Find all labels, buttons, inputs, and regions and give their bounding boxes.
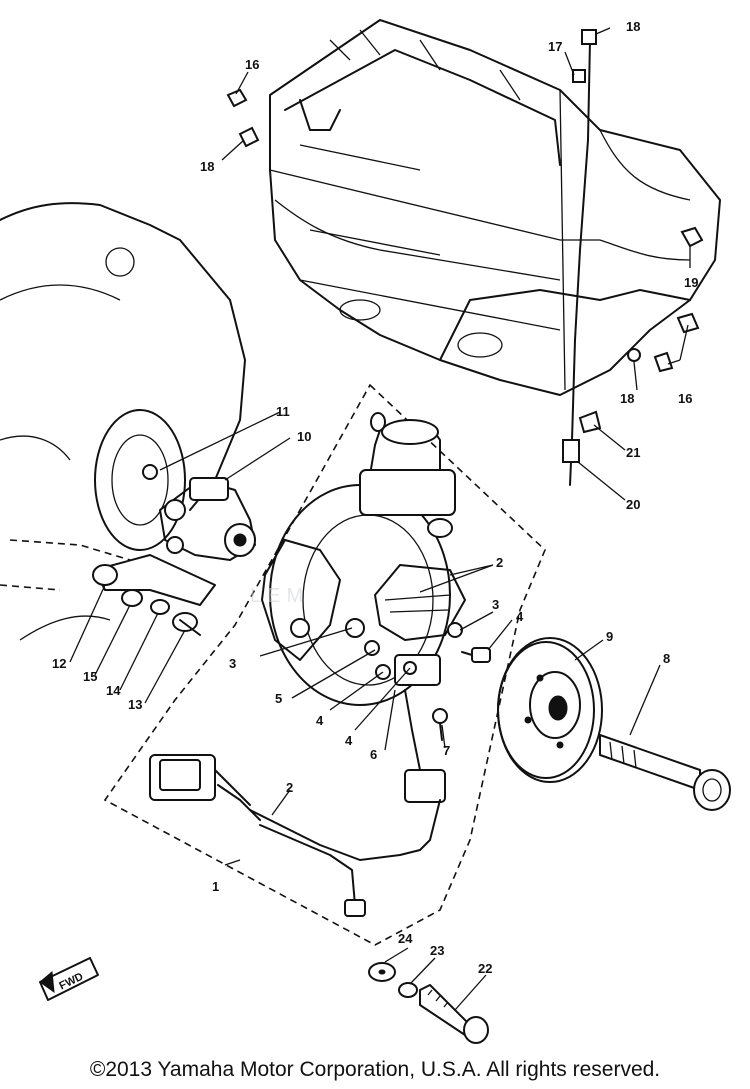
crankcase-drawing: [0, 202, 246, 641]
callout-9: 9: [606, 629, 614, 644]
mounting-hardware-drawing: [368, 962, 489, 1044]
callout-17: 17: [548, 39, 563, 54]
leader-lines: [69, 27, 691, 1011]
rotor-bolt-drawing: [599, 734, 731, 811]
callout-18: 18: [200, 159, 215, 174]
callout-13: 13: [128, 697, 143, 712]
callout-8: 8: [663, 651, 671, 666]
forward-direction-badge: FWD: [39, 957, 99, 1001]
callout-5: 5: [275, 691, 283, 706]
engine-block-drawing: [269, 19, 721, 441]
assembly-group-outline: [103, 383, 546, 946]
callout-16: 16: [678, 391, 693, 406]
callout-23: 23: [430, 943, 445, 958]
wire-harness-drawing: [149, 754, 441, 917]
callout-3: 3: [492, 597, 500, 612]
callout-4: 4: [516, 609, 524, 624]
dealer-watermark: LEM: [250, 585, 310, 607]
callout-15: 15: [83, 669, 98, 684]
callout-22: 22: [478, 961, 493, 976]
callout-18: 18: [626, 19, 641, 34]
callout-2: 2: [286, 780, 294, 795]
callout-7: 7: [443, 743, 451, 758]
callout-18: 18: [620, 391, 635, 406]
flywheel-rotor-drawing: [497, 637, 603, 783]
callout-1: 1: [212, 879, 220, 894]
pickup-coil-assembly-drawing: [142, 464, 256, 561]
stator-assembly-drawing: [261, 412, 491, 803]
callout-10: 10: [297, 429, 312, 444]
callout-2: 2: [496, 555, 504, 570]
callout-24: 24: [398, 931, 413, 946]
callout-6: 6: [370, 747, 378, 762]
callout-19: 19: [684, 275, 699, 290]
callout-16: 16: [245, 57, 260, 72]
clip-parts-drawing: [226, 88, 704, 486]
callout-20: 20: [626, 497, 641, 512]
callout-4: 4: [316, 713, 324, 728]
callout-4: 4: [345, 733, 353, 748]
callout-3: 3: [229, 656, 237, 671]
callout-11: 11: [276, 404, 290, 419]
copyright-notice: ©2013 Yamaha Motor Corporation, U.S.A. A…: [89, 1058, 661, 1081]
callout-12: 12: [52, 656, 67, 671]
callout-21: 21: [626, 445, 641, 460]
bracket-and-hardware-drawing: [92, 554, 216, 636]
callout-14: 14: [106, 683, 121, 698]
